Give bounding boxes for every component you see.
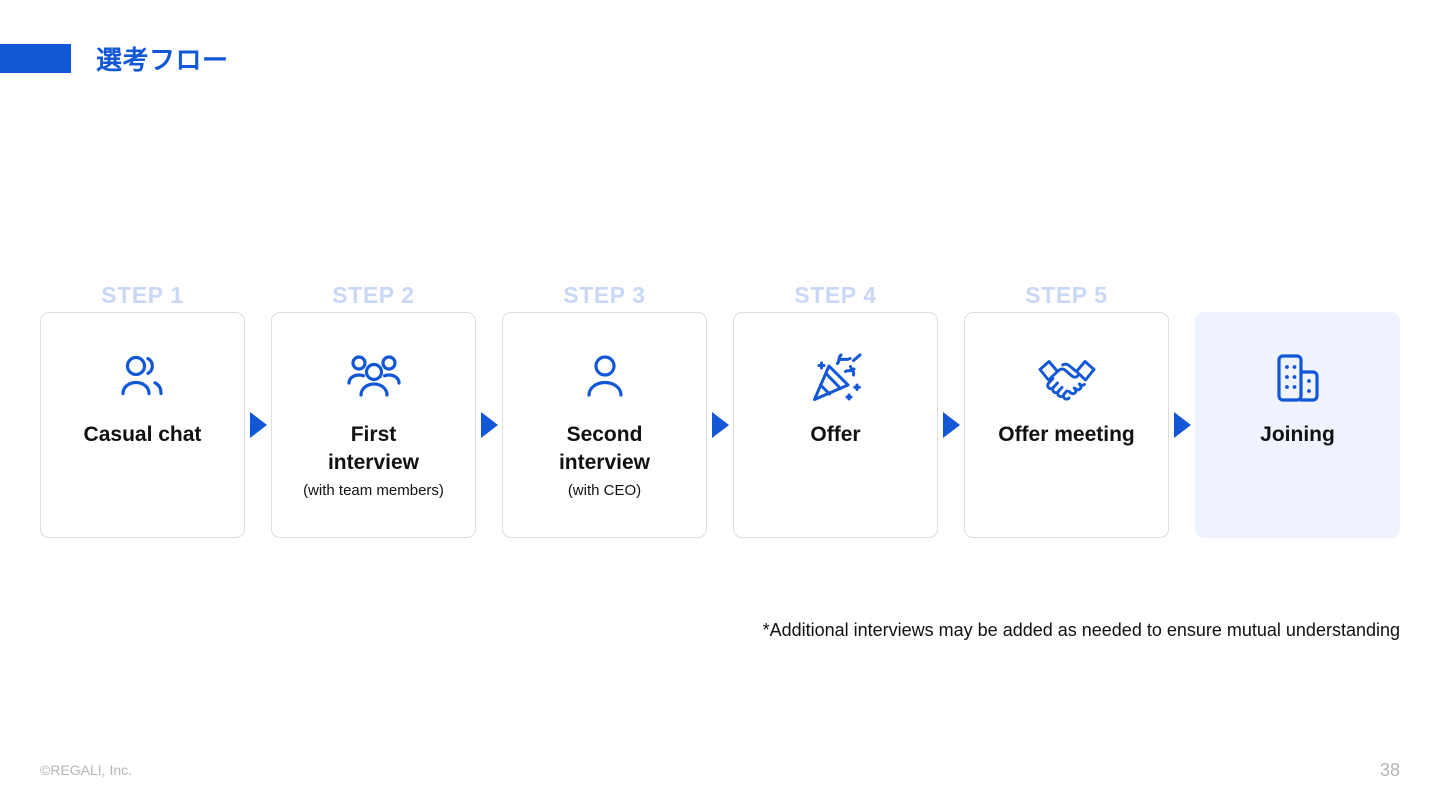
step-title-2: First interview [327,423,420,474]
selection-flow: STEP 1 Casual chat STEP 2 [40,278,1400,548]
step-sub-2: (with team members) [303,481,444,499]
step-title-5: Offer meeting [998,423,1135,446]
party-popper-icon [807,347,865,409]
title-accent-bar [0,44,71,73]
step-card-2-text: First interview (with team members) [295,421,452,537]
step-sub-3: (with CEO) [567,481,642,499]
copyright-text: ©REGALI, Inc. [40,762,133,778]
step-label-5: STEP 5 [1025,282,1108,308]
step-card-6[interactable]: Joining [1195,312,1400,538]
step-label-2: STEP 2 [332,282,415,308]
page-title: 選考フロー [96,45,229,75]
arrow-right-icon [1173,412,1191,438]
slide-header: 選考フロー [0,0,1440,120]
two-people-icon [115,347,171,409]
flow-arrow-3 [707,278,733,538]
step-label-3: STEP 3 [563,282,646,308]
arrow-right-icon [249,412,267,438]
flow-step-3[interactable]: STEP 3 Second interview (with CEO) [502,278,707,538]
step-card-1[interactable]: Casual chat [40,312,245,538]
single-person-icon [579,347,631,409]
step-label-1: STEP 1 [101,282,184,308]
step-title-1: Casual chat [83,423,202,446]
flow-arrow-1 [245,278,271,538]
step-card-3[interactable]: Second interview (with CEO) [502,312,707,538]
flow-arrow-5 [1169,278,1195,538]
group-of-three-people-icon [345,347,403,409]
step-label-4: STEP 4 [794,282,877,308]
step-card-4[interactable]: Offer [733,312,938,538]
step-card-6-text: Joining [1252,421,1343,537]
flow-arrow-2 [476,278,502,538]
step-card-5[interactable]: Offer meeting [964,312,1169,538]
step-title-4: Offer [810,423,861,446]
flow-step-2[interactable]: STEP 2 First interview (with team member… [271,278,476,538]
arrow-right-icon [711,412,729,438]
flow-step-6[interactable]: Joining [1195,278,1400,538]
flow-step-4[interactable]: STEP 4 Offer [733,278,938,538]
step-title-6: Joining [1260,423,1335,446]
arrow-right-icon [942,412,960,438]
flow-step-1[interactable]: STEP 1 Casual chat [40,278,245,538]
step-card-3-text: Second interview (with CEO) [551,421,658,537]
flow-step-5[interactable]: STEP 5 Offer meeting [964,278,1169,538]
page-number: 38 [1379,760,1400,780]
arrow-right-icon [480,412,498,438]
step-card-2[interactable]: First interview (with team members) [271,312,476,538]
step-card-5-text: Offer meeting [990,421,1143,537]
step-title-3: Second interview [558,423,651,474]
office-buildings-icon [1272,347,1324,409]
step-card-4-text: Offer [802,421,868,537]
footnote: *Additional interviews may be added as n… [762,620,1400,640]
step-card-1-text: Casual chat [76,421,210,537]
handshake-icon [1036,347,1098,409]
flow-arrow-4 [938,278,964,538]
